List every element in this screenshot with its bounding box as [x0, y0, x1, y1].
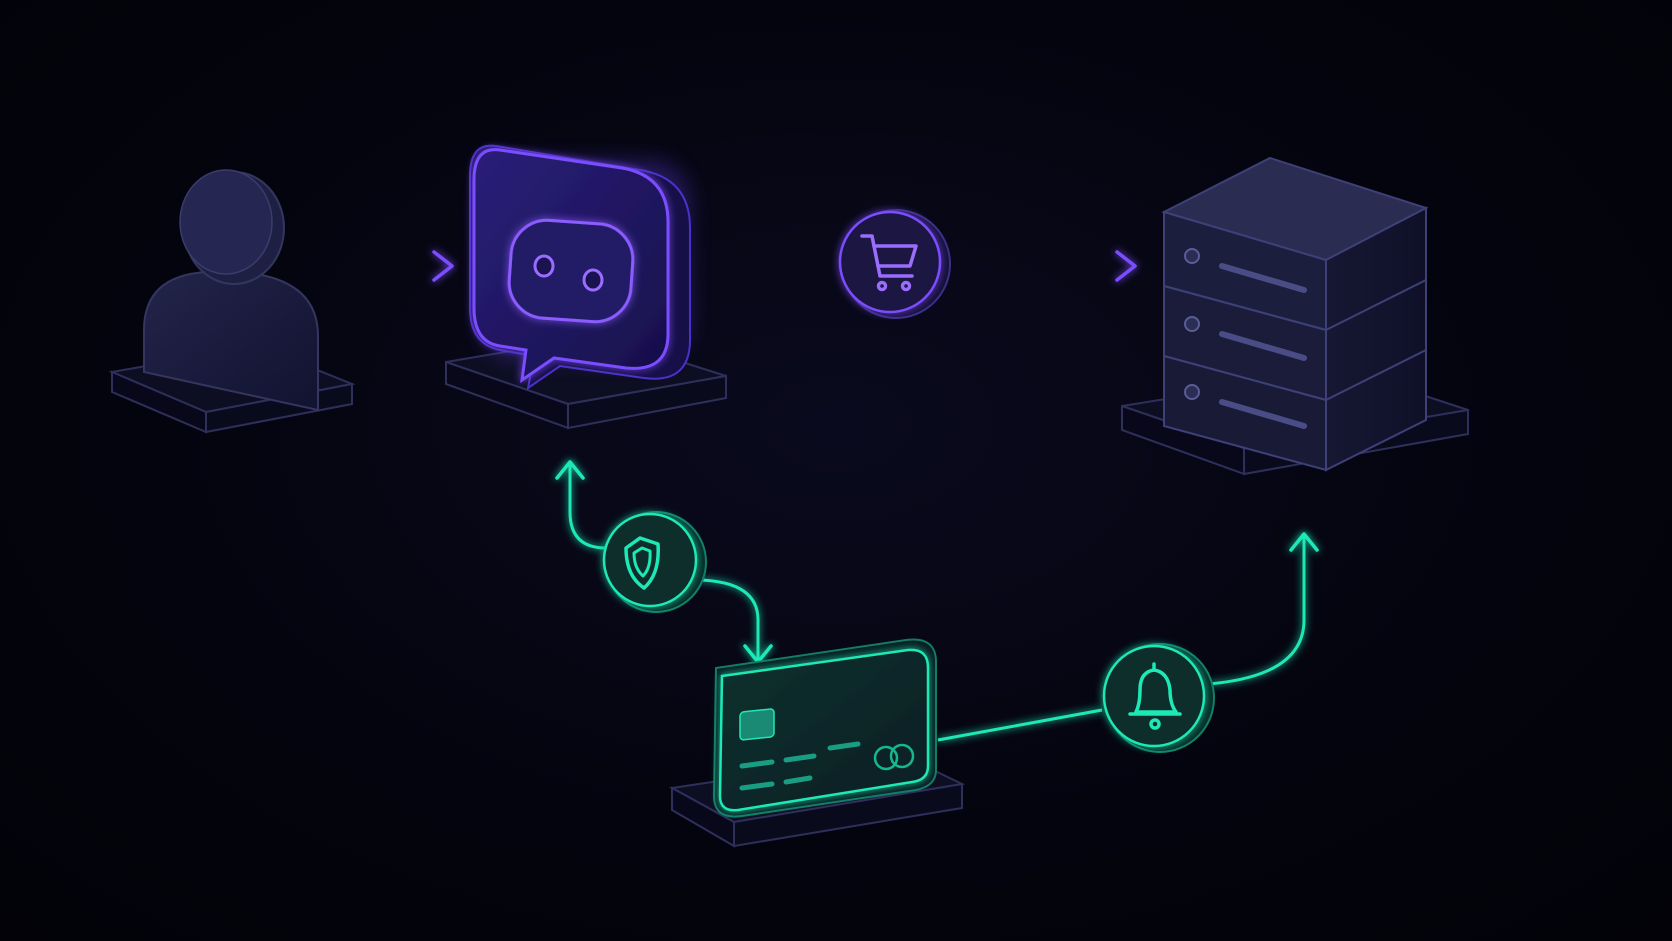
user-node[interactable]: [108, 169, 356, 434]
payment-card-node[interactable]: [668, 638, 966, 848]
chatbot-node[interactable]: [445, 144, 727, 430]
user-icon: [143, 169, 319, 412]
shopping-cart-icon: [860, 234, 918, 292]
server-node[interactable]: [1121, 156, 1469, 476]
connector-security-to-chatbot: [555, 460, 607, 550]
connector-bell-to-server: [1207, 532, 1319, 686]
server-rack-icon: [1161, 156, 1429, 472]
connector-user-to-chatbot: [272, 250, 454, 282]
bell-icon: [1128, 662, 1182, 730]
connector-security-to-payment: [699, 578, 773, 664]
cart-badge[interactable]: [838, 209, 951, 319]
notification-badge[interactable]: [1102, 643, 1215, 753]
security-badge[interactable]: [602, 511, 707, 613]
shield-icon: [624, 536, 660, 590]
connector-payment-to-bell: [937, 708, 1103, 742]
credit-card-icon: [712, 638, 937, 818]
connector-cart-to-server: [948, 250, 1137, 282]
chat-bubble-bot-icon: [472, 148, 670, 384]
